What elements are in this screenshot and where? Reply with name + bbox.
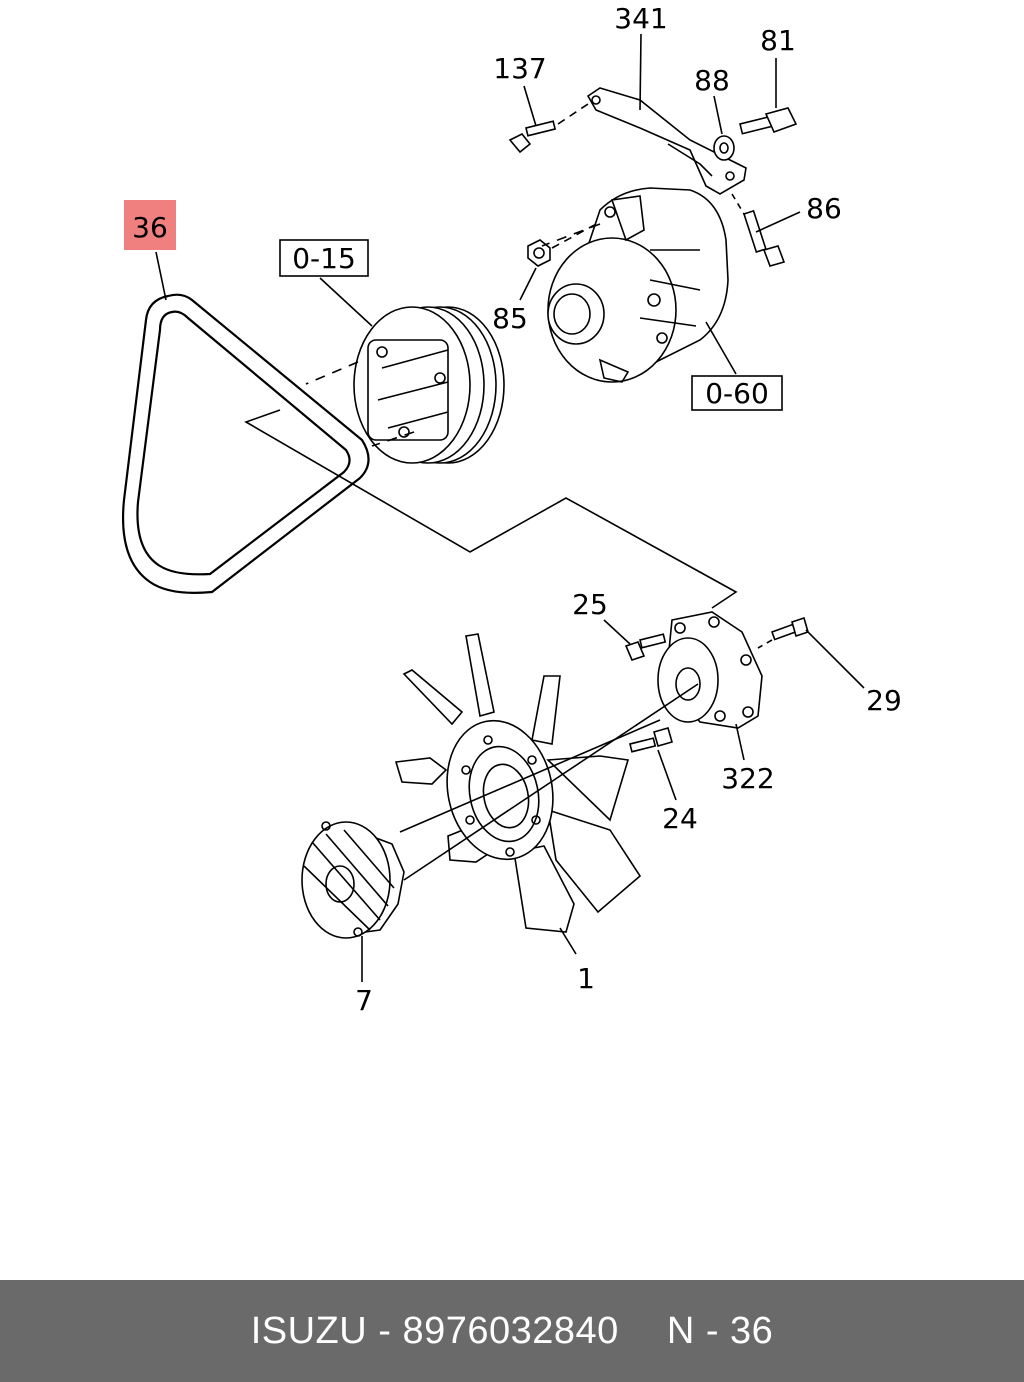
- callout-25-label: 25: [572, 588, 608, 621]
- callout-81-label: 81: [760, 24, 796, 57]
- callout-341-label: 341: [614, 2, 667, 35]
- alignment-lines: [244, 223, 738, 609]
- callout-137-label: 137: [493, 52, 546, 85]
- callout-7-label: 7: [355, 984, 373, 1017]
- footer-separator: -: [378, 1309, 392, 1352]
- callout-36-label: 36: [132, 211, 168, 244]
- adjusting-bracket[interactable]: 341: [586, 2, 747, 195]
- callout-85-label: 85: [492, 302, 528, 335]
- parts-diagram: 36 0-15 0-60: [122, 2, 902, 1017]
- bolt-29[interactable]: 29: [757, 616, 902, 717]
- bolt-86[interactable]: 86: [731, 192, 842, 267]
- bolt-81[interactable]: 81: [739, 24, 798, 135]
- crank-pulley[interactable]: [353, 306, 505, 464]
- nut-85[interactable]: 85: [492, 221, 601, 335]
- bolt-25[interactable]: 25: [572, 588, 667, 661]
- bolt-24[interactable]: 24: [629, 727, 698, 835]
- footer-bar: ISUZU - 8976032840 N - 36: [0, 1280, 1024, 1382]
- callout-88-label: 88: [694, 64, 730, 97]
- callout-0-15-label: 0-15: [292, 242, 356, 275]
- footer-brand: ISUZU: [250, 1309, 368, 1352]
- callout-24-label: 24: [662, 802, 698, 835]
- shaft-lines: [399, 683, 699, 881]
- callout-86-label: 86: [806, 192, 842, 225]
- belt-part[interactable]: [122, 293, 370, 594]
- footer-part-number: 8976032840: [402, 1309, 619, 1352]
- callout-36[interactable]: 36: [124, 200, 176, 301]
- footer-ref: N - 36: [666, 1309, 774, 1352]
- callout-0-60[interactable]: 0-60: [691, 321, 783, 411]
- callout-0-60-label: 0-60: [705, 377, 769, 410]
- fan-clutch[interactable]: 7: [301, 821, 405, 1017]
- highlight-box: [124, 200, 176, 250]
- callout-29-label: 29: [866, 684, 902, 717]
- fan-blade[interactable]: 1: [394, 633, 642, 995]
- callout-1-label: 1: [577, 962, 595, 995]
- bolt-137[interactable]: 137: [493, 52, 589, 154]
- alternator[interactable]: [547, 187, 729, 383]
- callout-0-15[interactable]: 0-15: [279, 239, 373, 327]
- washer-88[interactable]: 88: [694, 64, 735, 161]
- fan-pulley-322[interactable]: 322: [657, 611, 775, 795]
- callout-322-label: 322: [721, 762, 774, 795]
